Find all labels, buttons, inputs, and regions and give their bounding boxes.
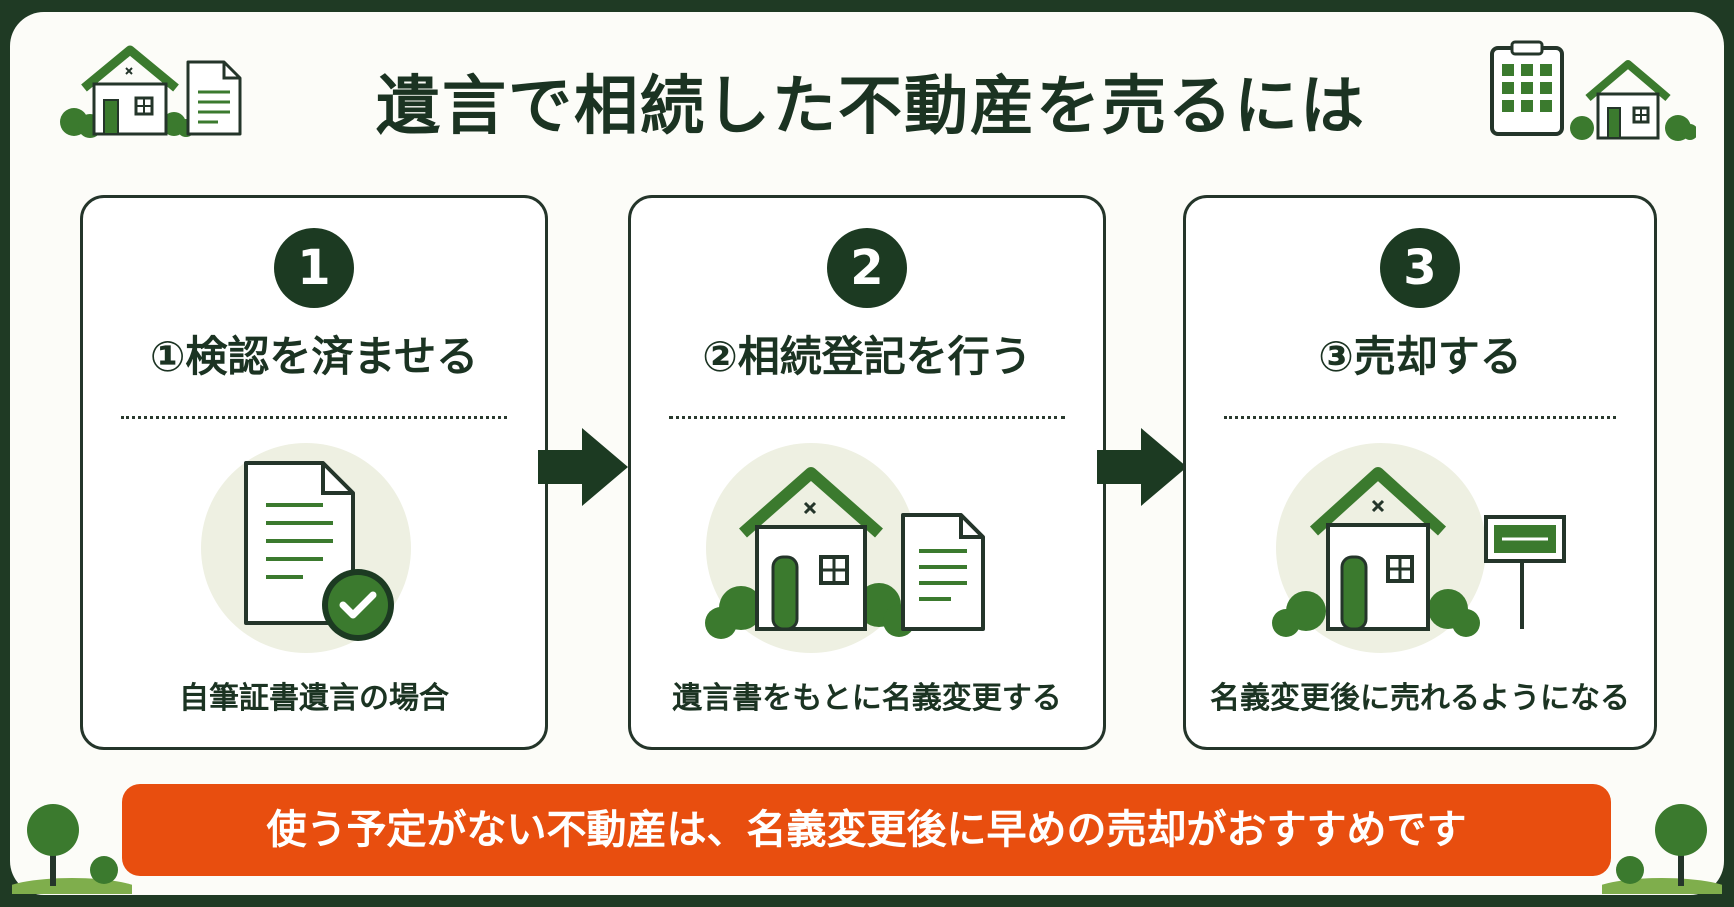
step-number: 1 [274, 228, 354, 308]
step-caption: 名義変更後に売れるようになる [1210, 681, 1630, 716]
tree-icon [12, 804, 132, 894]
house-document-icon [705, 443, 985, 653]
dotted-divider [1224, 416, 1616, 419]
page-title: 遺言で相続した不動産を売るには [376, 70, 1366, 144]
step-caption: 遺言書をもとに名義変更する [672, 681, 1062, 716]
document-icon [186, 60, 242, 136]
recommendation-banner: 使う予定がない不動産は、名義変更後に早めの売却がおすすめです [122, 784, 1611, 876]
step-number: 2 [827, 228, 907, 308]
step-title: ③売却する [1318, 332, 1522, 381]
dotted-divider [669, 416, 1065, 419]
step-card-3: 3 ③売却する 名義変更後に売れるようになる [1183, 195, 1657, 750]
calendar-icon [1490, 40, 1564, 136]
step-caption: 自筆証書遺言の場合 [179, 681, 449, 716]
house-icon [60, 45, 195, 138]
document-check-icon [201, 443, 411, 653]
step-title: ①検認を済ませる [149, 332, 479, 381]
house-icon [1570, 60, 1696, 141]
arrow-right-icon [538, 428, 628, 506]
house-sign-icon [1272, 443, 1566, 653]
step-number: 3 [1380, 228, 1460, 308]
step-title: ②相続登記を行う [702, 332, 1032, 381]
arrow-right-icon [1097, 428, 1187, 506]
step-card-2: 2 ②相続登記を行う 遺言書をもとに名義変更する [628, 195, 1106, 750]
dotted-divider [121, 416, 507, 419]
step-card-1: 1 ①検認を済ませる 自筆証書遺言の場合 [80, 195, 548, 750]
tree-icon [1602, 804, 1722, 894]
